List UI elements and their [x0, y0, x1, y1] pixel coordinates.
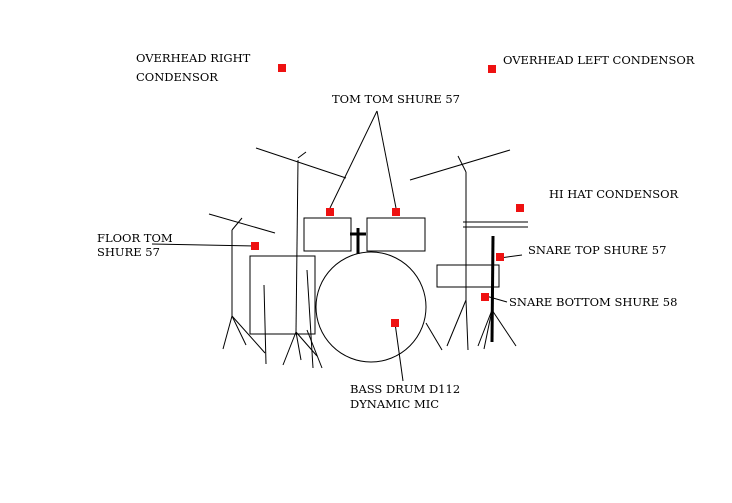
left-stand-leg-3	[295, 331, 318, 357]
label-floor-tom-2: SHURE 57	[97, 245, 160, 259]
floor-tom-leg-3	[306, 329, 323, 369]
floor-tom-leg-right	[306, 269, 314, 369]
bass-drum	[315, 251, 427, 363]
floor-tom-leg-left	[263, 284, 267, 365]
rack-tom-left	[303, 217, 352, 252]
hi-hat-rod	[490, 235, 495, 343]
label-snare-bottom: SNARE BOTTOM SHURE 58	[509, 295, 677, 309]
label-hi-hat: HI HAT CONDENSOR	[549, 187, 679, 201]
label-bass-drum-1: BASS DRUM D112	[350, 382, 460, 396]
mic-marker-tom-left	[326, 208, 334, 216]
right-crash-cymbal	[409, 149, 511, 181]
bass-drum-spur	[425, 322, 443, 351]
floor-tom-leader	[151, 243, 256, 247]
hi-hat-leg-3	[483, 309, 493, 350]
label-overhead-right-2: CONDENSOR	[136, 70, 218, 84]
label-floor-tom-1: FLOOR TOM	[97, 231, 173, 245]
mic-marker-bass-drum	[391, 319, 399, 327]
right-crash-mount	[457, 155, 467, 173]
right-stand-leg-2	[465, 299, 469, 351]
far-left-leg-2	[231, 315, 266, 354]
left-cymbal-stand-pole	[295, 159, 299, 333]
far-left-cymbal-mount	[231, 217, 243, 231]
mic-marker-hi-hat	[516, 204, 524, 212]
far-left-leg-1	[222, 315, 233, 350]
mic-marker-overhead-left	[488, 65, 496, 73]
label-overhead-right-1: OVERHEAD RIGHT	[136, 51, 251, 65]
rack-tom-right	[366, 217, 426, 252]
label-snare-top: SNARE TOP SHURE 57	[528, 243, 666, 257]
hi-hat-leg-1	[477, 309, 493, 347]
far-left-leg-3	[231, 315, 247, 346]
left-crash-cymbal	[255, 147, 347, 179]
left-stand-leg-1	[282, 331, 297, 366]
right-stand-leg-1	[446, 299, 467, 347]
far-left-cymbal	[208, 213, 276, 234]
mic-marker-overhead-right	[278, 64, 286, 72]
bass-drum-leader	[394, 322, 404, 382]
mic-marker-tom-right	[392, 208, 400, 216]
label-overhead-left: OVERHEAD LEFT CONDENSOR	[503, 53, 695, 67]
label-tom-tom: TOM TOM SHURE 57	[332, 92, 460, 106]
mic-marker-floor-tom	[251, 242, 259, 250]
snare-drum	[436, 264, 500, 288]
left-crash-mount	[297, 151, 307, 159]
hi-hat-leg-2	[491, 309, 517, 347]
snare-bottom-leader	[485, 295, 508, 303]
mic-marker-snare-top	[496, 253, 504, 261]
label-bass-drum-2: DYNAMIC MIC	[350, 397, 439, 411]
mic-marker-snare-bottom	[481, 293, 489, 301]
tom-tom-leader-left	[329, 110, 378, 209]
left-stand-leg-2	[295, 331, 302, 361]
floor-tom-drum	[249, 255, 316, 335]
tom-tom-leader-right	[376, 110, 397, 209]
